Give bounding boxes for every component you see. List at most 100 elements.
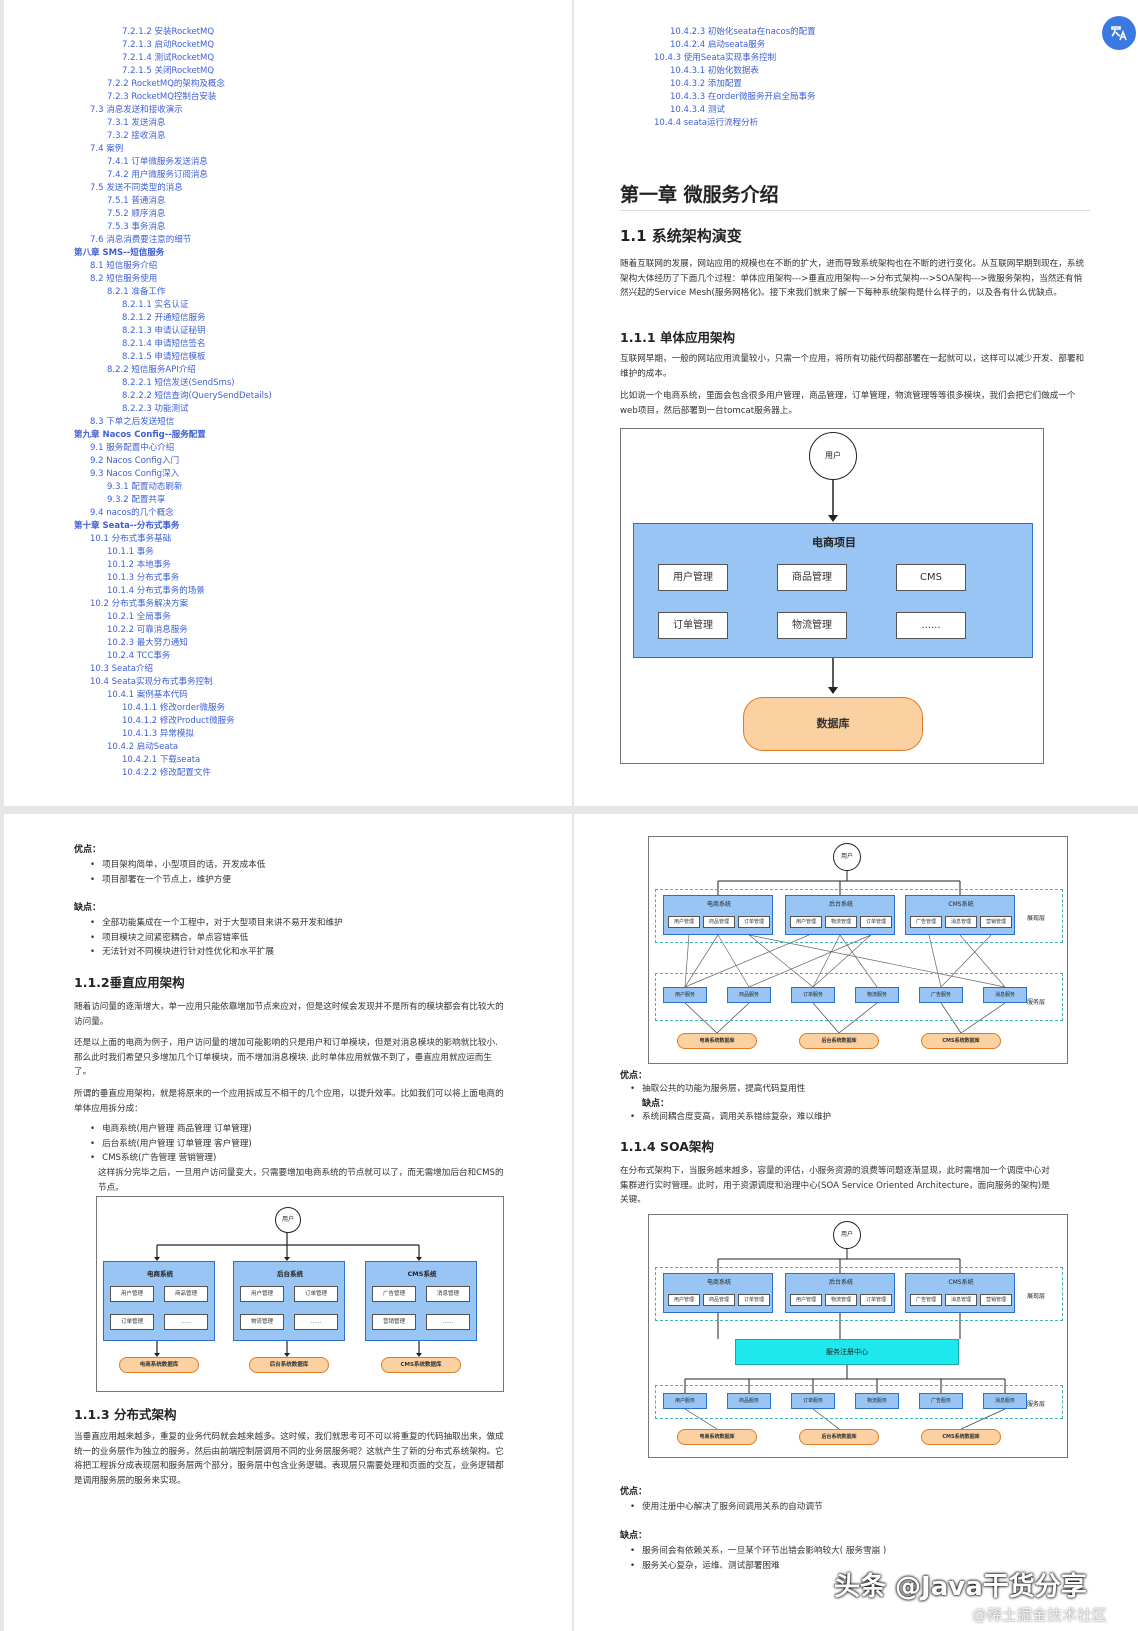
advantages-list: 项目架构简单，小型项目的话，开发成本低项目部署在一个节点上，维护方便: [90, 858, 510, 887]
disadvantages-list: 系统间耦合度变高，调用关系错综复杂，难以维护: [630, 1110, 1070, 1125]
service-layer-box: [655, 1385, 1063, 1419]
list-item: 抽取公共的功能为服务层，提高代码复用性: [630, 1082, 1070, 1097]
module-box: 营销管理: [980, 1294, 1012, 1306]
translate-icon[interactable]: [1102, 16, 1136, 50]
toc-entry: 10.2.1 全局事务: [107, 612, 171, 622]
system-box: 后台系统用户管理订单管理物流管理......: [233, 1261, 345, 1341]
toc-entry: 8.2.2 短信服务API介绍: [107, 365, 196, 375]
user-node: 用户: [275, 1207, 301, 1233]
database-node: CMS系统数据库: [921, 1429, 1001, 1445]
paragraph: 所谓的垂直应用架构，就是将原来的一个应用拆成互不相干的几个应用，以提升效率。比如…: [74, 1089, 504, 1114]
subsection-heading: 1.1.4 SOA架构: [620, 1139, 714, 1154]
toc-entry: 10.4.1.3 异常模拟: [122, 729, 194, 739]
database-node: CMS系统数据库: [381, 1357, 461, 1373]
service-box: 消息服务: [983, 987, 1027, 1003]
diagram-connectors: [684, 1249, 1006, 1430]
service-box: 广告服务: [919, 987, 963, 1003]
toc-entry: 第八章 SMS--短信服务: [74, 248, 165, 258]
toc-entry: 10.4.2.1 下载seata: [122, 755, 201, 765]
systems-list: 电商系统(用户管理 商品管理 订单管理)后台系统(用户管理 订单管理 客户管理)…: [90, 1122, 510, 1166]
toc-entry: 7.2.2 RocketMQ的架构及概念: [107, 79, 225, 89]
list-item: 项目模块之间紧密耦合，单点容错率低: [90, 931, 510, 946]
paragraph: 互联网早期，一般的网站应用流量较小，只需一个应用，将所有功能代码都部署在一起就可…: [620, 354, 1085, 379]
disadvantages-label: 缺点：: [620, 1531, 648, 1541]
module-box: 用户管理: [790, 1294, 822, 1306]
toc-entry: 8.2.1 准备工作: [107, 287, 166, 297]
service-box: 用户服务: [663, 1393, 707, 1409]
list-item: 无法针对不同模块进行针对性优化和水平扩展: [90, 945, 510, 960]
toc-entry: 8.2.1.5 申请短信模板: [122, 352, 206, 362]
toc-entry: 7.3.1 发送消息: [107, 118, 166, 128]
toc-entry: 10.4.3.2 添加配置: [670, 79, 742, 89]
toc-entry: 8.2.1.1 实名认证: [122, 300, 189, 310]
list-item: 全部功能集成在一个工程中，对于大型项目来讲不易开发和维护: [90, 916, 510, 931]
service-layer-box: [655, 973, 1063, 1021]
toc-entry: 10.4.3 使用Seata实现事务控制: [654, 53, 777, 63]
service-layer-label: 服务层: [1027, 999, 1046, 1006]
list-item: 服务关心复杂，运维、测试部署困难: [630, 1559, 1070, 1574]
user-node: 用户: [809, 432, 857, 480]
service-box: 物流服务: [855, 987, 899, 1003]
list-item: 使用注册中心解决了服务间调用关系的自动调节: [630, 1500, 1070, 1515]
toc-entry: 7.5.3 事务消息: [107, 222, 166, 232]
system-box: CMS系统广告管理消息管理营销管理: [905, 1273, 1015, 1313]
diagram-connectors: [154, 1233, 422, 1357]
toc-entry: 10.4.3.1 初始化数据表: [670, 66, 759, 76]
service-box: 物流服务: [855, 1393, 899, 1409]
database-node: 数据库: [743, 697, 923, 751]
subsection-heading: 1.1.2垂直应用架构: [74, 975, 185, 990]
system-title: 电商系统: [147, 1270, 173, 1278]
system-box: CMS系统广告管理消息管理营销管理: [905, 895, 1015, 935]
toc-entry: 7.2.3 RocketMQ控制台安装: [107, 92, 217, 102]
system-box: 电商系统用户管理商品管理订单管理......: [103, 1261, 215, 1341]
service-layer-label: 服务层: [1027, 1401, 1046, 1408]
module-box: ......: [294, 1314, 338, 1330]
module-box: 商品管理: [164, 1286, 208, 1302]
module-box: 用户管理: [240, 1286, 284, 1302]
system-box: 电商系统用户管理商品管理订单管理: [663, 895, 773, 935]
toc-entry: 8.2.2.2 短信查询(QuerySendDetails): [122, 391, 272, 401]
paragraph: 在分布式架构下，当服务越来越多，容量的评估，小服务资源的浪费等问题逐渐显现，此时…: [620, 1166, 1050, 1205]
module-box: 商品管理: [777, 564, 847, 591]
disadvantages-list: 服务间会有依赖关系，一旦某个环节出错会影响较大( 服务雪崩 )服务关心复杂，运维…: [630, 1544, 1070, 1573]
database-node: 后台系统数据库: [249, 1357, 329, 1373]
diagram-connectors: [684, 871, 1006, 1034]
toc-entry: 10.4.4 seata运行流程分析: [654, 118, 759, 128]
system-title: 后台系统: [277, 1270, 303, 1278]
paragraph: 这样拆分完毕之后，一旦用户访问量变大，只需要增加电商系统的节点就可以了，而无需增…: [98, 1168, 504, 1193]
toc-entry: 10.1 分布式事务基础: [90, 534, 172, 544]
toc-entry: 第九章 Nacos Config--服务配置: [74, 430, 206, 440]
toc-entry: 7.5.2 顺序消息: [107, 209, 166, 219]
toc-entry: 7.4.1 订单微服务发送消息: [107, 157, 208, 167]
toc-entry: 8.3 下单之后发送短信: [90, 417, 175, 427]
module-box: 广告管理: [372, 1286, 416, 1302]
subsection-heading: 1.1.1 单体应用架构: [620, 330, 735, 345]
toc-entry: 8.2.1.3 申请认证秘钥: [122, 326, 206, 336]
web-layer-box: [655, 1267, 1063, 1321]
toc-entry: 7.2.1.4 测试RocketMQ: [122, 53, 215, 63]
module-box: 订单管理: [658, 612, 728, 639]
toc-entry: 10.4.2.2 修改配置文件: [122, 768, 211, 778]
list-item: 服务间会有依赖关系，一旦某个环节出错会影响较大( 服务雪崩 ): [630, 1544, 1070, 1559]
paragraph: 当垂直应用越来越多，重复的业务代码就会越来越多。这时候，我们就思考可不可以将重复…: [74, 1432, 504, 1486]
system-title: CMS系统: [407, 1270, 437, 1278]
system-box: 电商系统用户管理商品管理订单管理: [663, 1273, 773, 1313]
toc-entry: 10.4.3.4 测试: [670, 105, 725, 115]
module-box: 营销管理: [980, 916, 1012, 928]
system-box: 后台系统用户管理物流管理订单管理: [785, 895, 895, 935]
pdf-page-vertical-arch: 优点： 项目架构简单，小型项目的话，开发成本低项目部署在一个节点上，维护方便 缺…: [4, 814, 572, 1631]
web-layer-label: 展现层: [1027, 1293, 1046, 1300]
database-node: 后台系统数据库: [799, 1033, 879, 1049]
user-node: 用户: [833, 1221, 861, 1249]
module-box: 营销管理: [372, 1314, 416, 1330]
module-box: 广告管理: [910, 916, 942, 928]
service-box: 商品服务: [727, 987, 771, 1003]
list-item: CMS系统(广告管理 营销管理): [90, 1151, 510, 1166]
module-box: ......: [896, 612, 966, 639]
